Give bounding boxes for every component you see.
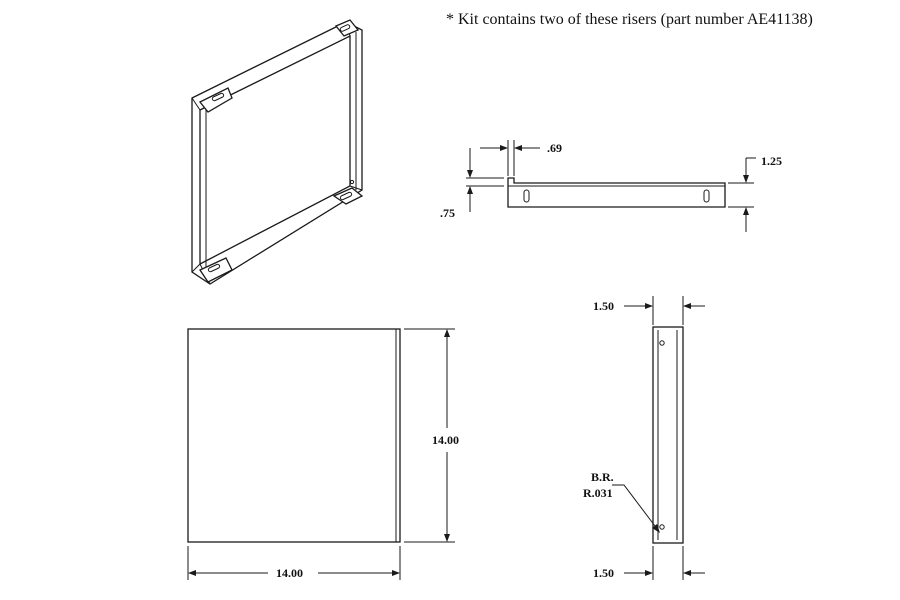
gap-dimension: .69	[547, 141, 562, 155]
kit-note: * Kit contains two of these risers (part…	[446, 11, 813, 28]
bend-label: B.R.	[591, 470, 614, 484]
front-panel	[187, 328, 401, 543]
isometric-view	[191, 19, 364, 285]
bottom-right-tab	[332, 187, 364, 205]
side-slot-left	[523, 189, 530, 203]
height-dimension: 1.25	[761, 154, 782, 168]
bottom-depth-dimension: 1.50	[593, 566, 614, 580]
bottom-right-slot	[339, 191, 353, 201]
bottom-left-tab	[199, 257, 233, 283]
front-view: 14.00 14.00	[187, 328, 459, 580]
left-flange-edge	[191, 97, 201, 273]
front-height-dimension: 14.00	[432, 433, 459, 447]
end-hole-top	[659, 340, 665, 346]
top-right-slot	[339, 24, 351, 32]
bend-radius-leader	[612, 484, 659, 531]
front-width-dimension: 14.00	[276, 566, 303, 580]
side-slot-right	[703, 189, 710, 203]
top-depth-dimension: 1.50	[593, 299, 614, 313]
end-view: 1.50 1.50 B.R. R.031	[583, 296, 705, 580]
end-hole-bottom	[659, 524, 665, 530]
side-bar	[507, 177, 726, 208]
side-view: .69 .75 1.25	[440, 140, 782, 232]
flange-dimension: .75	[440, 206, 455, 220]
bend-radius-dimension: R.031	[583, 486, 613, 500]
top-left-slot	[211, 92, 225, 102]
bottom-left-slot	[207, 263, 221, 273]
top-right-tab	[334, 19, 360, 37]
